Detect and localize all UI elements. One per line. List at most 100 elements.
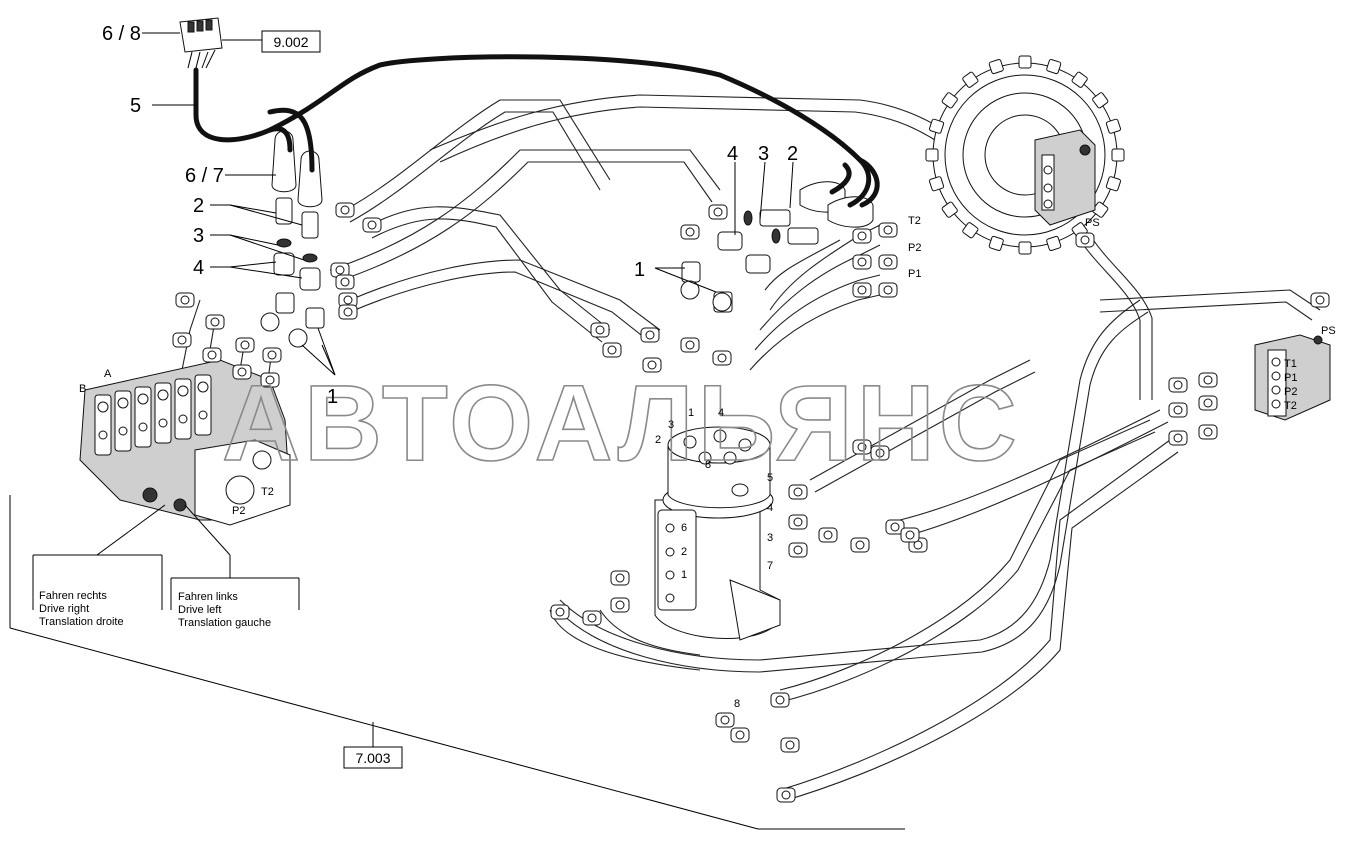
port-block-T2: T2 [1284, 400, 1297, 412]
fitting-bore [607, 345, 617, 355]
port-swivel-top-3: 3 [668, 419, 674, 431]
valve-spool-cap [197, 381, 209, 393]
port-swivel-top-2: 2 [655, 434, 661, 446]
callout-3-top: 3 [758, 143, 769, 165]
fitting-bore [595, 325, 605, 335]
callout-2-left: 2 [193, 195, 204, 217]
fitting-bore [875, 448, 885, 458]
sprocket-tooth [941, 92, 958, 109]
port-swivel-side-7: 7 [767, 560, 773, 572]
valve-spool-cap [157, 389, 169, 401]
fitting-bore [685, 340, 695, 350]
caption-right-fr: Translation droite [39, 616, 124, 628]
port-block-P1: P1 [1284, 372, 1297, 384]
electrical-connector [179, 17, 223, 69]
fitting-bore [647, 360, 657, 370]
fitting-bore [857, 257, 867, 267]
port-swivel-face-2: 2 [681, 546, 687, 558]
fitting-bore [1203, 375, 1213, 385]
fitting-bore [857, 231, 867, 241]
fitting-bore [343, 295, 353, 305]
sprocket-teeth [925, 55, 1125, 255]
fitting-bore [857, 442, 867, 452]
fitting-bore [587, 613, 597, 623]
fitting-bore [785, 740, 795, 750]
fitting-bore [775, 695, 785, 705]
fitting-bore [793, 517, 803, 527]
fitting-bore [793, 545, 803, 555]
fitting-bore [905, 530, 915, 540]
watermark-text: АВТОАЛЬЯНС [222, 362, 1021, 483]
fitting-bore [1203, 398, 1213, 408]
fitting-bore [645, 330, 655, 340]
control-valve-block [79, 359, 291, 526]
callout-labels: 6 / 8 5 6 / 7 2 3 4 1 4 3 2 1 [102, 23, 798, 408]
port-labels: A B P2 T2 T2 P2 P1 PS PS T1 P1 P2 T2 3 1… [79, 215, 1336, 710]
fitting-bore [685, 227, 695, 237]
callout-6-8: 6 / 8 [102, 23, 141, 45]
sprocket-tooth [962, 71, 979, 88]
sprocket-tooth [925, 148, 939, 162]
pressure-switches-left [260, 130, 325, 348]
ref-9002-label: 9.002 [273, 34, 308, 50]
valve-spool-cap [118, 426, 128, 436]
sprocket-tooth [1018, 55, 1032, 69]
port-swivel-bottom-8: 8 [734, 698, 740, 710]
fitting-bore [555, 607, 565, 617]
fitting-bore [1315, 295, 1325, 305]
fitting-bore [1080, 235, 1090, 245]
port-motor-P2: P2 [908, 242, 921, 254]
callout-2-top: 2 [787, 143, 798, 165]
port-valve-A: A [104, 368, 112, 380]
callout-1-mid: 1 [634, 259, 645, 281]
fitting-bore [781, 790, 791, 800]
fitting-bore [237, 367, 247, 377]
connection-block [1254, 334, 1331, 421]
port-block-P2: P2 [1284, 386, 1297, 398]
fitting-bore [713, 207, 723, 217]
caption-right-de: Fahren rechts [39, 590, 107, 602]
port-motor-T2: T2 [908, 215, 921, 227]
fitting-bore [823, 530, 833, 540]
fitting-bore [883, 225, 893, 235]
caption-left-en: Drive left [178, 604, 221, 616]
callout-4-left: 4 [193, 257, 204, 279]
valve-spool-cap [178, 414, 188, 424]
port-block-PS: PS [1321, 325, 1336, 337]
callout-6-7: 6 / 7 [185, 165, 224, 187]
sprocket-tooth [962, 222, 979, 239]
fitting-bore [735, 730, 745, 740]
pressure-switches-mid [680, 181, 874, 313]
fitting-bore [793, 487, 803, 497]
fitting-bore [335, 265, 345, 275]
fitting-bore [857, 285, 867, 295]
valve-spool-cap [137, 393, 149, 405]
fitting-bore [177, 335, 187, 345]
swivel-joint [654, 426, 781, 641]
sprocket-tooth [1046, 235, 1062, 251]
fitting-bore [265, 375, 275, 385]
fitting-bore [207, 350, 217, 360]
caption-drive-right: Fahren rechts Drive right Translation dr… [39, 590, 124, 628]
sprocket-tooth [1071, 71, 1088, 88]
sprocket-tooth [988, 59, 1004, 75]
sprocket-tooth [1111, 148, 1125, 162]
ref-box-7003: 7.003 [343, 746, 403, 769]
port-swivel-face-6: 6 [681, 522, 687, 534]
fitting-bore [855, 540, 865, 550]
port-block-T1: T1 [1284, 358, 1297, 370]
leader-lines [9, 32, 905, 830]
fitting-bore [367, 220, 377, 230]
fitting-bore [890, 522, 900, 532]
sprocket-tooth [929, 176, 945, 192]
caption-right-en: Drive right [39, 603, 89, 615]
fitting-bore [1173, 433, 1183, 443]
valve-spool-cap [177, 385, 189, 397]
port-swivel-top-4: 4 [718, 407, 724, 419]
valve-spool-cap [97, 401, 109, 413]
fitting-bore [343, 307, 353, 317]
sprocket-tooth [1105, 176, 1121, 192]
fitting-bore [720, 715, 730, 725]
